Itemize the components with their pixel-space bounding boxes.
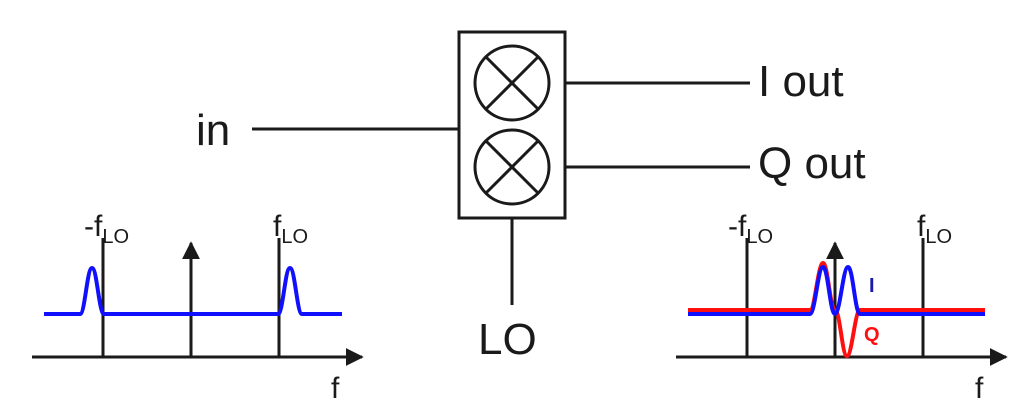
i-trace-label: I: [869, 275, 875, 297]
lo-label: LO: [478, 315, 537, 364]
neg-lo-label: -fLO: [728, 210, 773, 248]
input-spectrum: -fLO fLO f: [32, 210, 364, 405]
freq-axis-label: f: [331, 372, 340, 405]
mixer-box: [457, 30, 567, 220]
input-label: in: [196, 106, 230, 155]
i-output-label: I out: [758, 57, 844, 106]
iq-mixer: in I out Q out LO: [196, 30, 866, 364]
q-trace-label: Q: [864, 324, 880, 346]
neg-lo-label: -fLO: [84, 210, 129, 248]
output-spectrum: -fLO fLO I Q f: [676, 210, 1008, 405]
q-mixer-icon: [473, 128, 551, 206]
pos-lo-label: fLO: [917, 210, 952, 248]
i-mixer-icon: [473, 44, 551, 122]
i-trace: [688, 264, 985, 317]
q-output-label: Q out: [758, 139, 866, 188]
input-spectrum-trace: [44, 265, 342, 316]
pos-lo-label: fLO: [273, 210, 308, 248]
freq-axis-label: f: [975, 372, 984, 405]
